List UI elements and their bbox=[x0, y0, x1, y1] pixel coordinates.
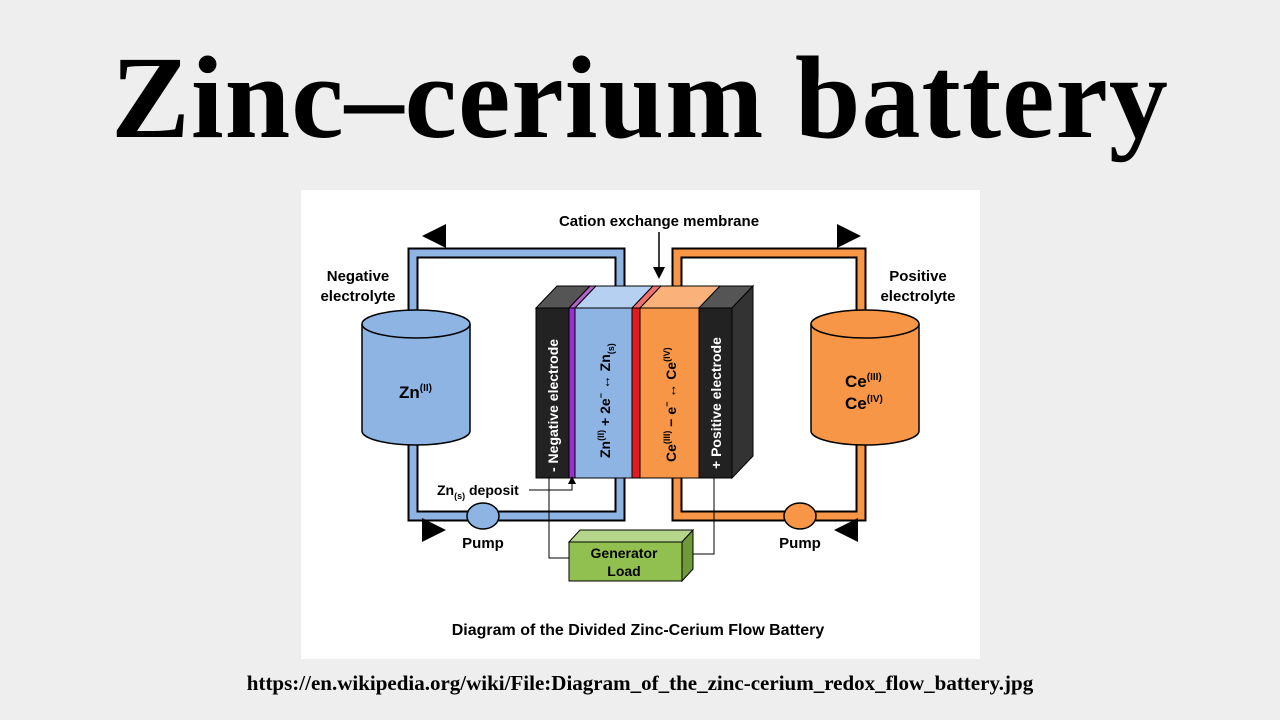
flow-battery-diagram: Zn(II) Ce(III) Ce(IV) - Negative electro… bbox=[320, 213, 955, 639]
membrane-label: Cation exchange membrane bbox=[559, 213, 759, 230]
pump-right-icon bbox=[783, 502, 817, 530]
cation-exchange-membrane bbox=[631, 307, 641, 479]
cerium-reaction: Ce(III) − e− ↔ Ce(IV) bbox=[662, 347, 679, 462]
load-label: Load bbox=[607, 563, 640, 579]
cerium-compartment bbox=[639, 307, 700, 479]
positive-electrode bbox=[698, 307, 733, 479]
zinc-reaction: Zn(II) + 2e− ↔ Zn(s) bbox=[596, 343, 616, 458]
negative-tank bbox=[361, 309, 471, 446]
positive-tank-label-line2: Ce(IV) bbox=[845, 394, 883, 413]
cell-stack bbox=[534, 284, 755, 480]
deposit-pointer-arrow-icon bbox=[529, 476, 576, 491]
negative-electrolyte-label-line2: electrolyte bbox=[320, 288, 395, 305]
purple-layer bbox=[568, 307, 576, 479]
positive-electrolyte-pipes-fill bbox=[673, 249, 865, 520]
generator-load-box bbox=[567, 528, 695, 583]
source-url: https://en.wikipedia.org/wiki/File:Diagr… bbox=[246, 671, 1034, 695]
negative-electrolyte-pipes-fill bbox=[409, 249, 624, 520]
pump-left-icon bbox=[466, 502, 500, 530]
negative-electrode bbox=[535, 307, 570, 479]
positive-electrode-label: + Positive electrode bbox=[708, 337, 724, 469]
positive-tank bbox=[810, 309, 920, 446]
pump-left-label: Pump bbox=[462, 535, 504, 552]
positive-tank-label-line1: Ce(III) bbox=[845, 372, 882, 391]
external-circuit-wires bbox=[548, 478, 715, 559]
generator-label: Generator bbox=[591, 545, 658, 561]
zinc-compartment bbox=[574, 307, 633, 479]
flow-arrows bbox=[422, 224, 861, 542]
diagram-panel: Zn(II) Ce(III) Ce(IV) - Negative electro… bbox=[301, 190, 980, 659]
pump-right-label: Pump bbox=[779, 535, 821, 552]
diagram-caption: Diagram of the Divided Zinc-Cerium Flow … bbox=[452, 622, 825, 639]
deposit-label: Zn(s) deposit bbox=[437, 482, 519, 501]
negative-tank-label: Zn(II) bbox=[399, 383, 432, 402]
negative-electrode-label: - Negative electrode bbox=[545, 339, 561, 472]
positive-electrolyte-label-line1: Positive bbox=[889, 268, 947, 285]
positive-electrolyte-label-line2: electrolyte bbox=[880, 288, 955, 305]
negative-electrolyte-label-line1: Negative bbox=[327, 268, 390, 285]
page-title: Zinc–cerium battery bbox=[111, 32, 1169, 163]
